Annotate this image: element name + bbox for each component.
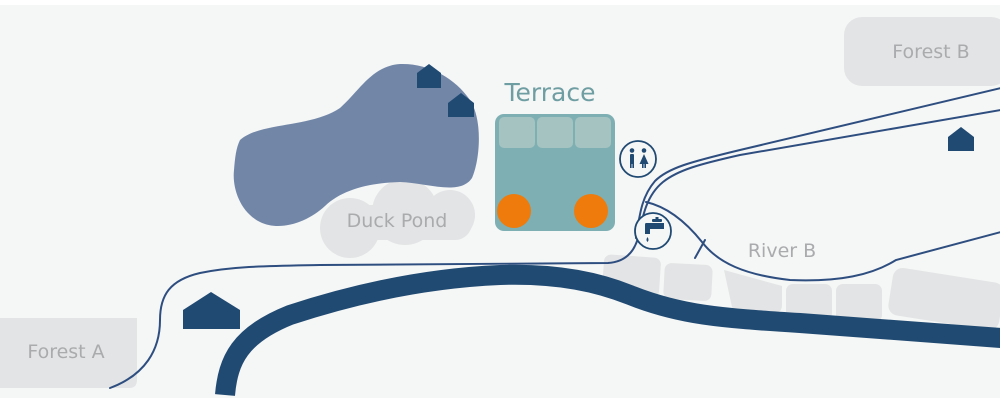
cabin-icon[interactable] xyxy=(417,64,441,88)
river-b-label: River B xyxy=(748,240,816,262)
walking-paths xyxy=(109,87,1000,389)
forest-a-zone[interactable] xyxy=(0,318,137,388)
forest-b-zone[interactable] xyxy=(844,17,1000,86)
duck-pond-label: Duck Pond xyxy=(347,210,448,232)
restroom-icon[interactable] xyxy=(619,140,657,178)
terrace-seat[interactable] xyxy=(574,194,608,228)
duck-pond-shore xyxy=(320,179,475,258)
terrace-seat[interactable] xyxy=(497,194,531,228)
forest-a-label: Forest A xyxy=(27,341,104,363)
terrace-label: Terrace xyxy=(504,78,596,107)
cabin-icon[interactable] xyxy=(448,93,474,117)
terrace-table[interactable] xyxy=(575,117,611,148)
river xyxy=(215,264,1000,397)
forest-b-label: Forest B xyxy=(892,41,969,63)
cabin-icon[interactable] xyxy=(948,127,974,151)
terrace[interactable] xyxy=(495,114,615,231)
terrace-table[interactable] xyxy=(537,117,573,148)
water-tap-icon[interactable] xyxy=(634,212,672,250)
terrace-table[interactable] xyxy=(499,117,535,148)
duck-pond[interactable] xyxy=(233,63,479,227)
cabin-icon[interactable] xyxy=(183,292,240,329)
